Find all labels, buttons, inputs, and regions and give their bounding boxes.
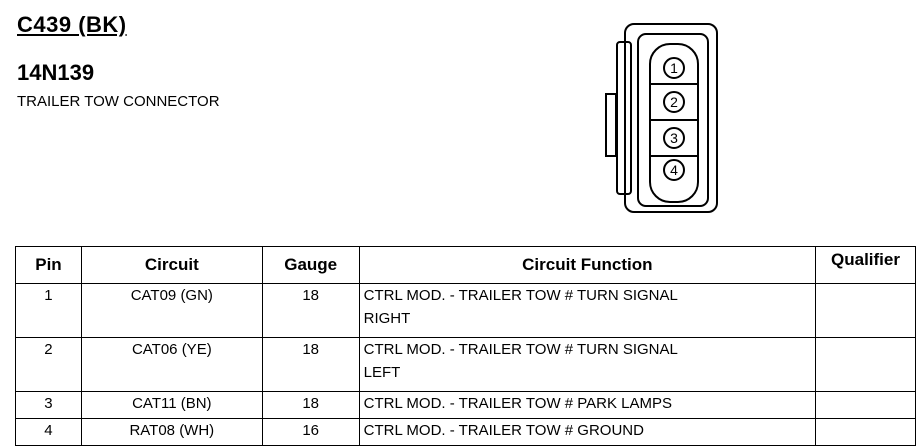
circuit-cell: CAT11 (BN) — [80, 391, 263, 419]
pin-4-label: 4 — [670, 162, 678, 178]
table-header-row: Pin Circuit Gauge Circuit Function Quali… — [15, 246, 916, 284]
pin-1-label: 1 — [670, 60, 678, 76]
connector-latch-tab — [605, 93, 617, 157]
column-header-circuit: Circuit — [80, 246, 263, 284]
column-header-circuit-function: Circuit Function — [358, 246, 817, 284]
table-row: 2 CAT06 (YE) 18 CTRL MOD. - TRAILER TOW … — [15, 337, 916, 392]
pin-3-label: 3 — [670, 130, 678, 146]
pin-2-label: 2 — [670, 94, 678, 110]
circuit-function-line: CTRL MOD. - TRAILER TOW # GROUND — [363, 422, 644, 439]
circuit-cell: CAT09 (GN) — [80, 283, 263, 338]
circuit-function-line: CTRL MOD. - TRAILER TOW # PARK LAMPS — [363, 395, 673, 412]
table-row: 3 CAT11 (BN) 18 CTRL MOD. - TRAILER TOW … — [15, 391, 916, 419]
pin-cell: 3 — [15, 391, 82, 419]
column-header-gauge: Gauge — [261, 246, 360, 284]
connector-face-diagram: 1 2 3 4 — [605, 23, 718, 213]
pin-1-circle — [663, 57, 685, 79]
qualifier-cell — [815, 337, 916, 392]
pin-3-circle — [663, 127, 685, 149]
pin-cell: 1 — [15, 283, 82, 338]
circuit-function-cell: CTRL MOD. - TRAILER TOW # PARK LAMPS — [358, 391, 817, 419]
part-number: 14N139 — [17, 60, 95, 85]
circuit-function-cell: CTRL MOD. - TRAILER TOW # GROUND — [358, 418, 817, 446]
gauge-cell: 16 — [261, 418, 360, 446]
pinout-table: Pin Circuit Gauge Circuit Function Quali… — [15, 246, 916, 446]
connector-pin-housing — [649, 43, 699, 203]
circuit-function-line: LEFT — [363, 364, 401, 381]
connector-body-outline — [624, 23, 718, 213]
circuit-cell: RAT08 (WH) — [80, 418, 263, 446]
pin-cell: 2 — [15, 337, 82, 392]
pin-cell: 4 — [15, 418, 82, 446]
qualifier-cell — [815, 418, 916, 446]
qualifier-cell — [815, 391, 916, 419]
circuit-function-cell: CTRL MOD. - TRAILER TOW # TURN SIGNAL RI… — [358, 283, 817, 338]
circuit-function-cell: CTRL MOD. - TRAILER TOW # TURN SIGNAL LE… — [358, 337, 817, 392]
gauge-cell: 18 — [261, 283, 360, 338]
pin-4-circle — [663, 159, 685, 181]
column-header-qualifier: Qualifier — [815, 246, 916, 284]
circuit-cell: CAT06 (YE) — [80, 337, 263, 392]
table-row: 4 RAT08 (WH) 16 CTRL MOD. - TRAILER TOW … — [15, 418, 916, 446]
connector-id-title: C439 (BK) — [17, 12, 127, 37]
column-header-pin: Pin — [15, 246, 82, 284]
connector-description: TRAILER TOW CONNECTOR — [17, 93, 220, 110]
connector-cavity-outline — [637, 33, 709, 207]
qualifier-cell — [815, 283, 916, 338]
gauge-cell: 18 — [261, 337, 360, 392]
gauge-cell: 18 — [261, 391, 360, 419]
table-row: 1 CAT09 (GN) 18 CTRL MOD. - TRAILER TOW … — [15, 283, 916, 338]
circuit-function-line: CTRL MOD. - TRAILER TOW # TURN SIGNAL — [363, 341, 678, 358]
circuit-function-line: CTRL MOD. - TRAILER TOW # TURN SIGNAL — [363, 287, 678, 304]
pin-2-circle — [663, 91, 685, 113]
circuit-function-line: RIGHT — [363, 310, 411, 327]
